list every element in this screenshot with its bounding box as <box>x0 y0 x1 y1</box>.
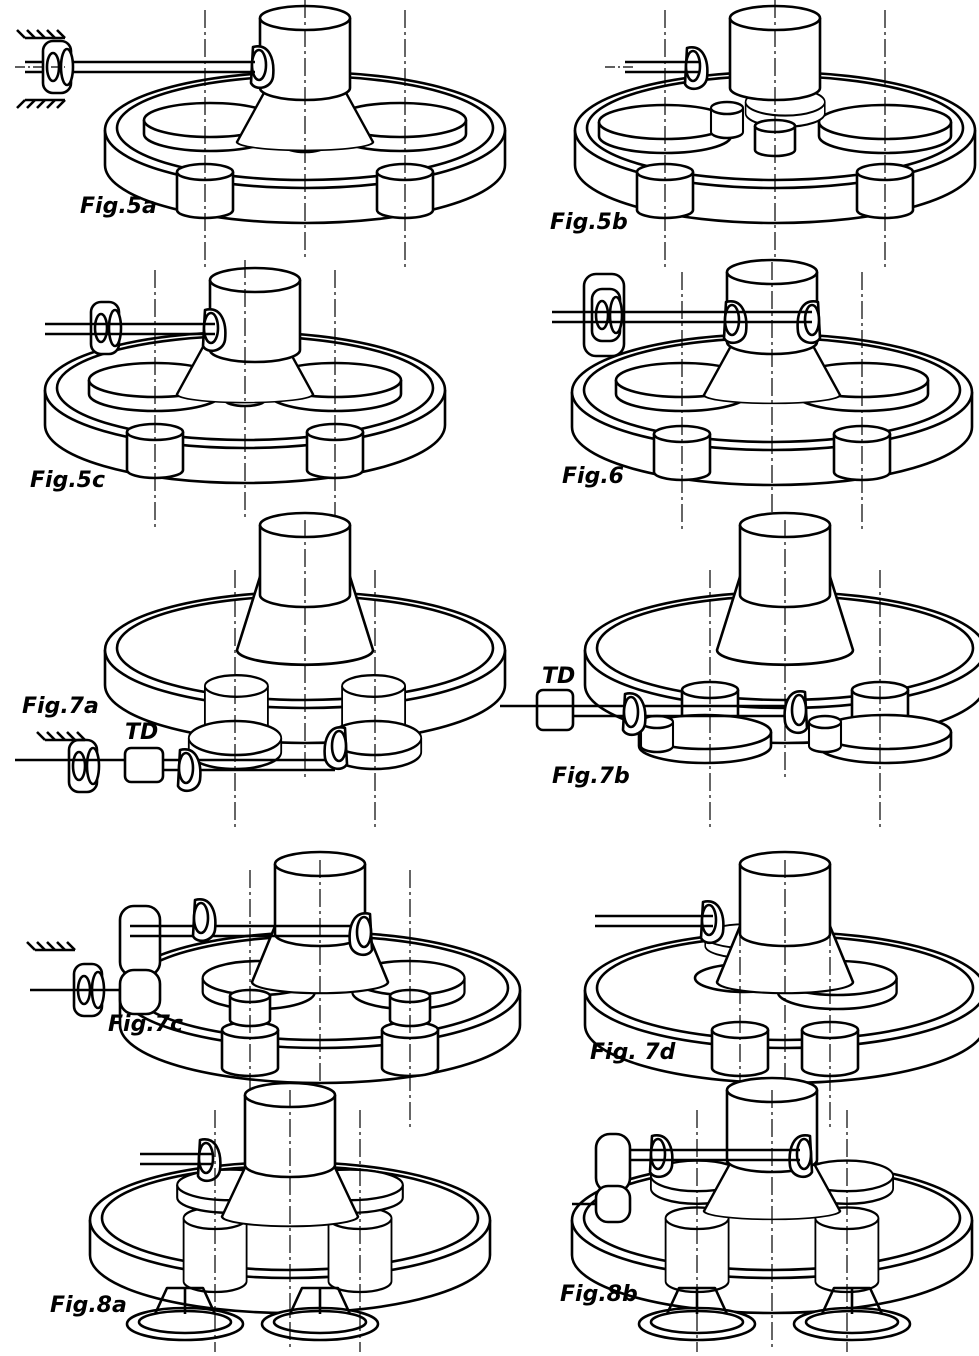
fig-5b-label: Fig.5b <box>550 210 628 235</box>
fig-8b-drawing <box>570 1076 974 1356</box>
fig-7a-label: Fig.7a <box>22 694 99 719</box>
fig-7c-drawing <box>25 850 522 1132</box>
fig-8a-drawing <box>88 1081 492 1356</box>
fig-6-label: Fig.6 <box>562 464 624 489</box>
fig-7a-td-label: TD <box>125 720 159 745</box>
fig-7c-label: Fig.7c <box>108 1012 184 1037</box>
fig-8b-label: Fig.8b <box>560 1282 638 1307</box>
fig-7d-drawing <box>583 850 979 1132</box>
fig-6-drawing <box>552 258 974 534</box>
fig-5c-label: Fig.5c <box>30 468 106 493</box>
fig-5b-drawing <box>573 0 977 272</box>
fig-7b-label: Fig.7b <box>552 764 630 789</box>
fig-5a-label: Fig.5a <box>80 194 157 219</box>
fig-8a-label: Fig.8a <box>50 1293 127 1318</box>
fig-5a-drawing <box>15 0 507 272</box>
fig-7b-td-label: TD <box>542 664 576 689</box>
fig-5c-drawing <box>43 258 447 532</box>
fig-7d-label: Fig. 7d <box>590 1040 676 1065</box>
fig-7b-drawing <box>500 511 979 832</box>
fig-7a-drawing <box>15 511 507 832</box>
